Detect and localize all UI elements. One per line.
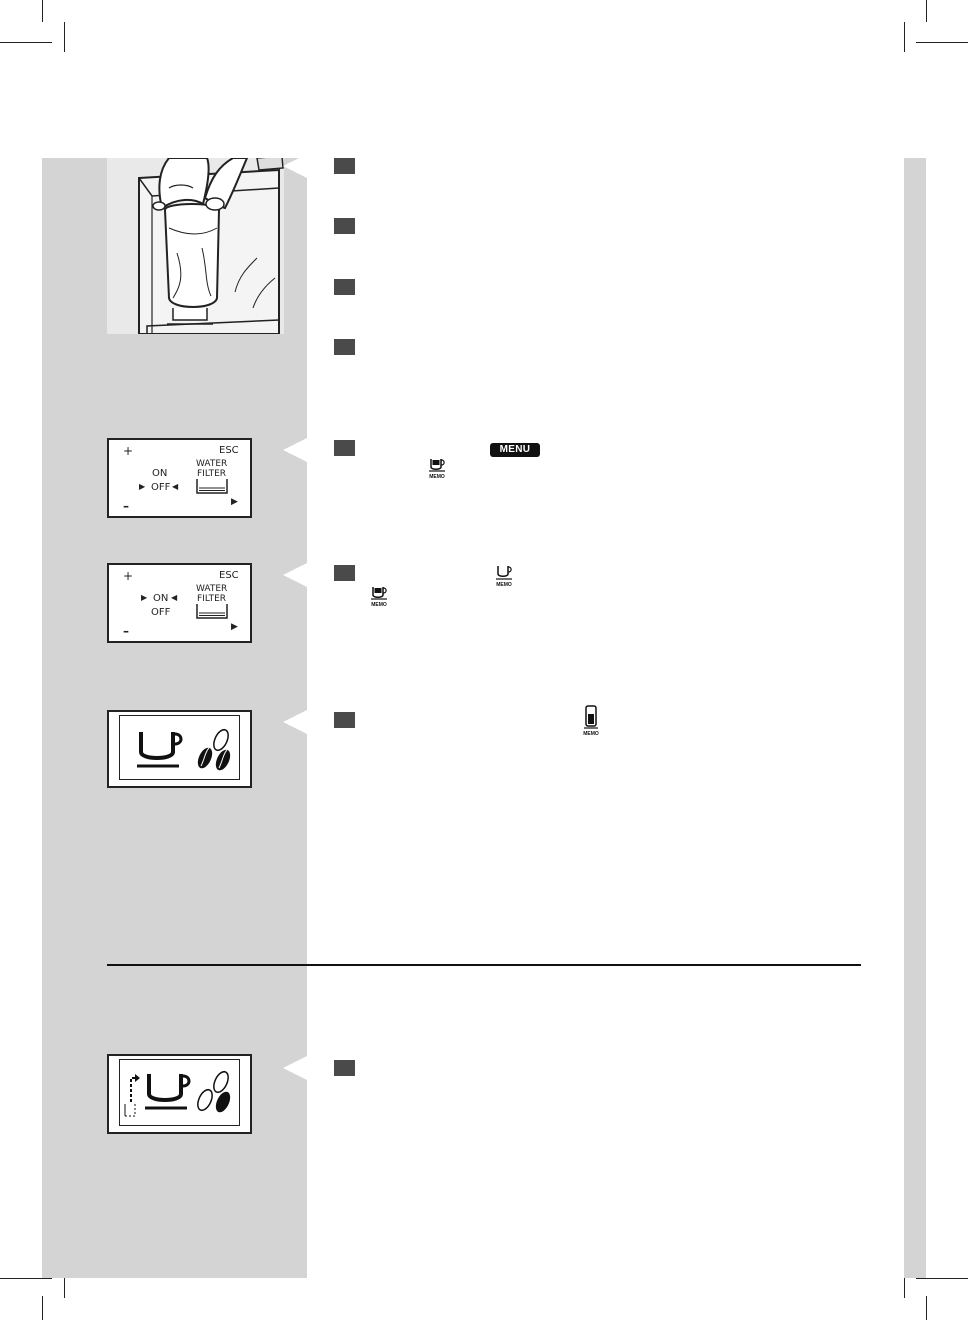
filter-tank-icon (196, 604, 228, 619)
minus-label: – (123, 499, 129, 513)
filter-label: FILTER (197, 594, 227, 604)
crop-mark (0, 1278, 52, 1279)
water-tank-memo-icon: MEMO (577, 705, 605, 737)
selector-right-icon: ◀ (172, 482, 179, 491)
step-marker (334, 712, 355, 728)
crop-mark (916, 42, 968, 43)
filter-label: FILTER (197, 469, 227, 479)
crop-mark (42, 1296, 43, 1320)
filter-insertion-illustration (107, 158, 284, 334)
section-divider (107, 964, 861, 966)
next-arrow-icon: ▶ (231, 497, 238, 507)
water-tank-icon (584, 705, 598, 729)
display-ready (107, 710, 252, 788)
next-arrow-icon: ▶ (231, 622, 238, 632)
selector-left-icon: ▶ (139, 482, 146, 491)
coffee-beans-icon (197, 1070, 231, 1113)
step-marker (334, 565, 355, 581)
menu-button-icon: MENU (490, 443, 540, 457)
filter-tank-icon (196, 479, 228, 494)
arrow-up-icon (124, 1074, 140, 1117)
callout-pointer (283, 154, 307, 178)
off-option: OFF (151, 607, 171, 618)
step-marker (334, 440, 355, 456)
water-label: WATER (196, 584, 228, 594)
step-marker (334, 339, 355, 355)
hands-filter-tank-drawing (107, 158, 284, 334)
selector-right-icon: ◀ (171, 593, 178, 602)
milk-cup-icon (371, 587, 387, 600)
step-marker (334, 218, 355, 234)
coffee-beans-icon (197, 728, 231, 771)
memo-label: MEMO (429, 474, 445, 480)
milk-cup-memo-icon: MEMO (423, 456, 451, 480)
crop-mark (926, 1296, 927, 1320)
right-edge-strip (904, 158, 926, 1278)
step-marker (334, 1060, 355, 1076)
selector-left-icon: ▶ (141, 593, 148, 602)
cup-memo-icon: MEMO (490, 564, 518, 588)
memo-label: MEMO (496, 582, 512, 588)
display-ready-frame (119, 715, 240, 780)
off-option: OFF (151, 482, 171, 493)
esc-label: ESC (219, 570, 239, 581)
milk-cup-icon (429, 459, 445, 472)
crop-mark (0, 42, 52, 43)
callout-pointer (283, 438, 307, 462)
plus-label: + (123, 444, 134, 458)
callout-pointer (283, 563, 307, 587)
memo-label: MEMO (583, 731, 599, 737)
step-marker (334, 279, 355, 295)
on-option: ON (153, 593, 169, 604)
minus-label: – (123, 624, 129, 638)
crop-mark (904, 1268, 905, 1298)
step-marker (334, 158, 355, 174)
crop-mark (64, 1268, 65, 1298)
esc-label: ESC (219, 445, 239, 456)
crop-mark (916, 1278, 968, 1279)
milk-cup-memo-icon: MEMO (365, 584, 393, 608)
display-filter-frame (119, 1059, 240, 1126)
callout-pointer (283, 1056, 307, 1080)
crop-mark (904, 22, 905, 52)
water-label: WATER (196, 459, 228, 469)
on-option: ON (152, 468, 168, 479)
callout-pointer (283, 710, 307, 734)
cup-icon (137, 732, 183, 768)
display-filter-off: + ESC ON ▶ OFF ◀ WATER FILTER – ▶ (107, 438, 252, 518)
memo-label: MEMO (371, 602, 387, 608)
cup-icon (496, 566, 512, 580)
cup-icon (145, 1074, 191, 1110)
crop-mark (42, 0, 43, 22)
plus-label: + (123, 569, 134, 583)
display-filter-indicator (107, 1054, 252, 1134)
crop-mark (926, 0, 927, 22)
crop-mark (64, 22, 65, 52)
display-filter-on: + ESC ▶ ON ◀ OFF WATER FILTER – ▶ (107, 563, 252, 643)
